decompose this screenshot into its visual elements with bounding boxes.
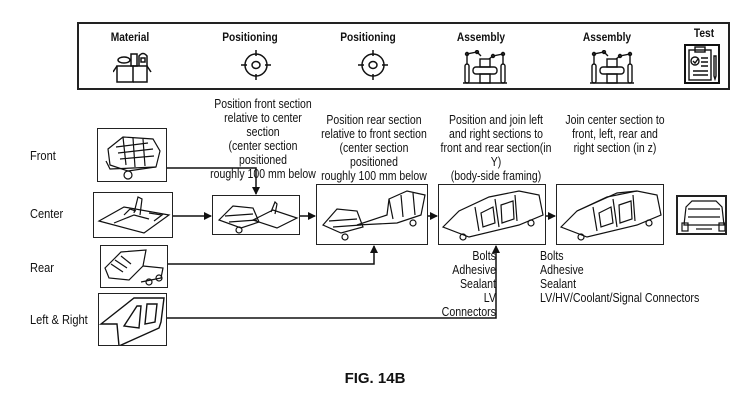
stage-assembly-2: Assembly [573, 30, 641, 44]
stage-label: Assembly [456, 30, 506, 44]
row-label-front: Front [30, 148, 56, 163]
stage-label: Assembly [582, 30, 632, 44]
description-line: front, left, rear and [572, 127, 658, 141]
description-line: (body-side framing) [450, 169, 542, 183]
step-2-description: Position rear section relative to front … [315, 113, 433, 183]
arrow-rear-to-step2 [168, 245, 378, 265]
description-line: Position and join left [448, 113, 543, 127]
description-line: front and rear section(in Y) [440, 141, 552, 169]
row-label-left-right: Left & Right [30, 312, 88, 327]
step-4-assembly-image [556, 184, 664, 245]
description-line: Position front section [214, 97, 312, 111]
description-line: roughly 100 mm below [321, 169, 427, 183]
joining-item: Sealant [459, 277, 496, 291]
stage-material: Material [105, 30, 156, 44]
joining-item: Adhesive [452, 263, 496, 277]
joining-item: Bolts [540, 249, 564, 263]
description-line: and right sections to [449, 127, 543, 141]
rear-section-drawing [104, 249, 164, 286]
description-line: relative to front section [321, 127, 427, 141]
description-line: (center section positioned [339, 141, 409, 169]
step-4-description: Join center section to front, left, rear… [565, 113, 666, 155]
description-line: (center section positioned [228, 139, 298, 167]
step-3-joining-list: Bolts Adhesive Sealant LV Connectors [440, 249, 496, 319]
full-body-drawing [559, 190, 662, 241]
step-3-assembly-image [438, 184, 546, 245]
side-frame-drawing [99, 297, 165, 345]
center-section-image [93, 192, 173, 238]
crosshair-target-icon [241, 50, 271, 80]
crosshair-target-icon [358, 50, 388, 80]
description-line: relative to center section [224, 111, 302, 139]
description-line: right section (in z) [573, 141, 657, 155]
stage-label: Positioning [340, 30, 396, 44]
stage-label: Test [693, 26, 715, 40]
stage-positioning-2: Positioning [330, 30, 407, 44]
stage-test: Test [687, 26, 721, 40]
stage-label: Material [110, 30, 150, 44]
test-vehicle-image [676, 195, 727, 235]
front-section-drawing [105, 136, 161, 180]
description-line: roughly 100 mm below [210, 167, 316, 181]
material-box-icon [113, 52, 152, 83]
description-line: Position rear section [326, 113, 422, 127]
joining-item: LV Connectors [441, 291, 496, 319]
step-1-description: Position front section relative to cente… [208, 97, 317, 181]
arrow-leftright-to-step3 [167, 245, 500, 319]
stage-positioning-1: Positioning [212, 30, 289, 44]
arrow-front-to-step1 [167, 167, 260, 195]
step-2-assembly-image [316, 184, 428, 245]
front-center-rear-assembly-drawing [322, 190, 426, 241]
step-4-joining-list: Bolts Adhesive Sealant LV/HV/Coolant/Sig… [540, 249, 710, 305]
joining-item: LV/HV/Coolant/Signal Connectors [540, 291, 700, 305]
joining-item: Bolts [472, 249, 496, 263]
row-label-center: Center [30, 206, 64, 221]
vehicle-rear-view-drawing [681, 200, 725, 232]
robot-assembly-icon [590, 50, 634, 84]
front-center-assembly-drawing [217, 200, 299, 234]
step-1-assembly-image [212, 195, 300, 235]
figure-caption: FIG. 14B [344, 370, 406, 387]
joining-item: Sealant [540, 277, 577, 291]
description-line: Join center section to [565, 113, 665, 127]
center-section-drawing [97, 196, 171, 234]
robot-assembly-icon [463, 50, 507, 84]
clipboard-checklist-icon [684, 44, 720, 84]
front-section-image [97, 128, 167, 182]
step-3-description: Position and join left and right section… [441, 113, 552, 183]
left-right-section-image [98, 293, 167, 346]
row-label-rear: Rear [30, 260, 54, 275]
stage-label: Positioning [222, 30, 278, 44]
process-stage-header [77, 22, 730, 90]
body-side-framing-drawing [441, 190, 544, 241]
joining-item: Adhesive [540, 263, 584, 277]
stage-assembly-1: Assembly [447, 30, 515, 44]
rear-section-image [100, 245, 168, 288]
